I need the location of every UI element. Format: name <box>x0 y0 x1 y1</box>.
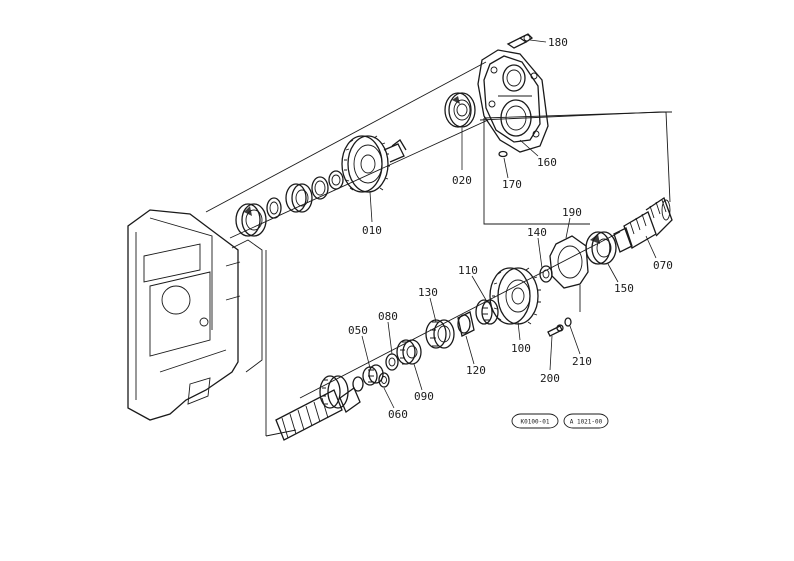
reference-stamps: K0100-01 A 1021-00 <box>511 413 609 429</box>
upper-shaft-parts <box>235 170 344 237</box>
label-150: 150 <box>614 282 634 295</box>
gear-010 <box>341 135 407 193</box>
label-120: 120 <box>466 364 486 377</box>
label-070: 070 <box>653 259 673 272</box>
shaft-070-frame <box>483 111 671 225</box>
label-100: 100 <box>511 342 531 355</box>
transmission-case <box>127 209 263 421</box>
screw-200 <box>547 324 564 337</box>
collar-140 <box>539 265 553 283</box>
label-170: 170 <box>502 178 522 191</box>
washer-080 <box>385 353 399 371</box>
part-labels: 180 160 170 020 010 190 140 070 150 110 … <box>348 36 673 421</box>
label-160: 160 <box>537 156 557 169</box>
cover-plate-190 <box>549 235 589 289</box>
label-190: 190 <box>562 206 582 219</box>
label-200: 200 <box>540 372 560 385</box>
stamp-left: K0100-01 <box>521 419 550 426</box>
bolt-180 <box>506 33 534 49</box>
shaft-070 <box>613 197 673 253</box>
label-050: 050 <box>348 324 368 337</box>
upper-axis-lines <box>205 61 672 239</box>
label-110: 110 <box>458 264 478 277</box>
needle-bearing-110 <box>475 299 499 325</box>
label-090: 090 <box>414 390 434 403</box>
bearing-020 <box>444 92 476 128</box>
stamp-right: A 1021-00 <box>570 419 603 426</box>
label-080: 080 <box>378 310 398 323</box>
washer-210 <box>564 317 572 327</box>
label-020: 020 <box>452 174 472 187</box>
label-060: 060 <box>388 408 408 421</box>
bearing-150 <box>585 231 617 265</box>
label-130: 130 <box>418 286 438 299</box>
label-180: 180 <box>548 36 568 49</box>
collar-120 <box>457 311 475 337</box>
main-shaft <box>275 375 364 441</box>
lower-axis-lines <box>265 231 621 437</box>
label-210: 210 <box>572 355 592 368</box>
label-010: 010 <box>362 224 382 237</box>
gear-130 <box>425 319 455 349</box>
gear-090 <box>396 339 422 365</box>
pin-170 <box>498 150 508 158</box>
label-140: 140 <box>527 226 547 239</box>
bearing-housing-160 <box>477 49 549 153</box>
collar-060 <box>378 372 390 388</box>
leader-lines <box>361 39 657 409</box>
